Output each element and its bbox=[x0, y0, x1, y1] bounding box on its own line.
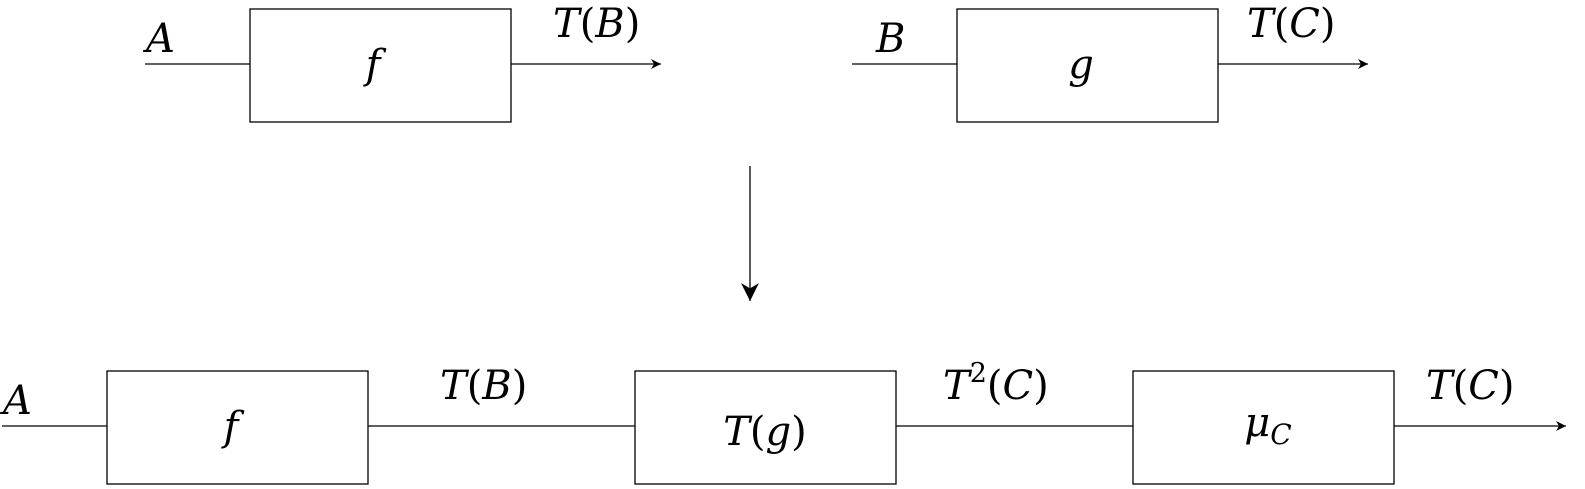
top-left-output-label: T(B) bbox=[553, 1, 640, 47]
block-f-top bbox=[249, 8, 512, 123]
top-right-input-label: B bbox=[875, 16, 905, 62]
bottom-input-label: A bbox=[0, 378, 32, 424]
block-g-top-label: g bbox=[1068, 42, 1094, 88]
block-g-top bbox=[956, 8, 1219, 123]
wire-TB-label: T(B) bbox=[440, 363, 527, 409]
wire-T2C-label: T2(C) bbox=[943, 358, 1049, 409]
top-left-pipeline: A f T(B) bbox=[142, 1, 661, 123]
top-right-output-label: T(C) bbox=[1247, 1, 1336, 47]
bottom-output-label: T(C) bbox=[1426, 363, 1515, 409]
block-Tg bbox=[634, 370, 897, 485]
bottom-pipeline: A f T(B) T(g) T2(C) μC T(C) bbox=[0, 358, 1566, 485]
block-muC bbox=[1132, 370, 1395, 485]
block-Tg-label: T(g) bbox=[723, 409, 807, 455]
block-f-bottom bbox=[106, 370, 369, 485]
block-muC-label: μC bbox=[1244, 400, 1291, 451]
top-right-pipeline: B g T(C) bbox=[852, 1, 1368, 123]
top-left-input-label: A bbox=[142, 16, 175, 62]
